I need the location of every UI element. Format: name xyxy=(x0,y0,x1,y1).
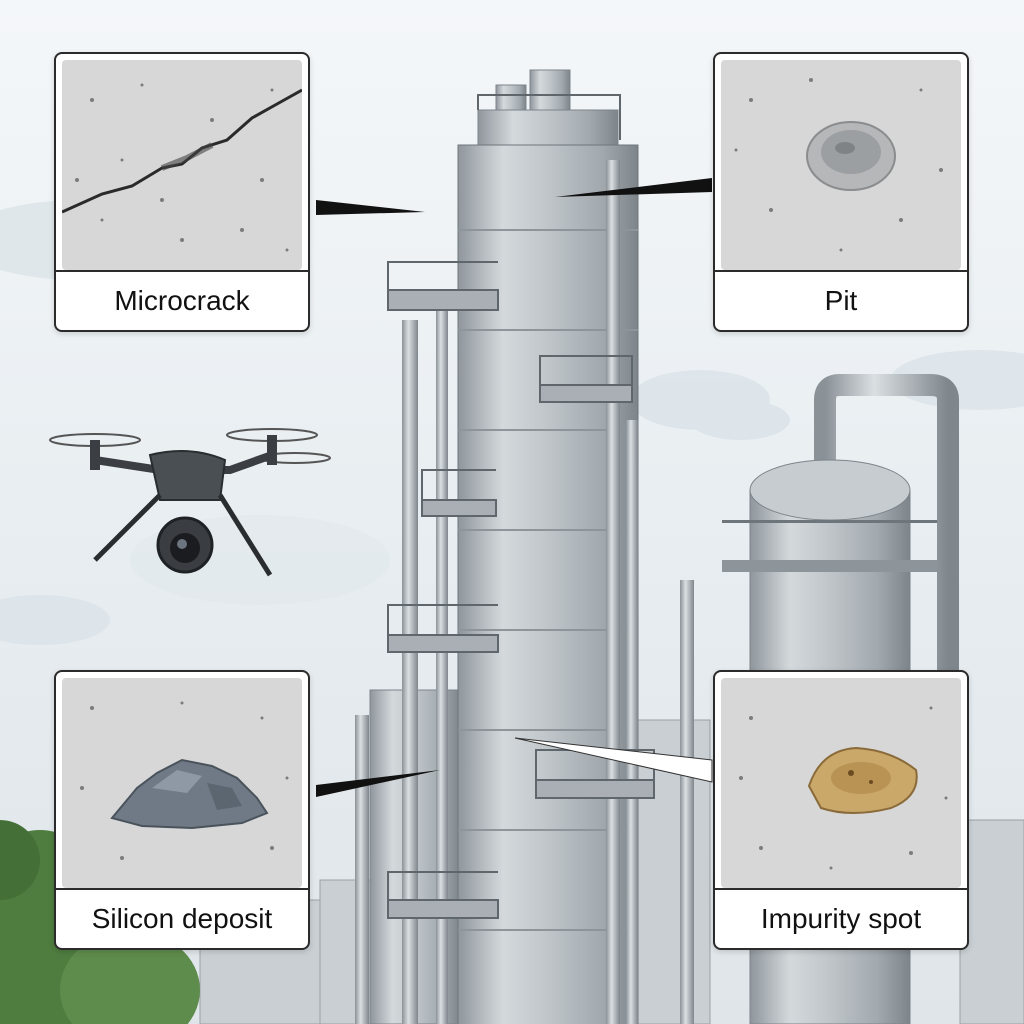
pit-closeup xyxy=(721,60,961,270)
silicon-deposit-closeup xyxy=(62,678,302,888)
distillation-column xyxy=(387,69,655,1024)
callout-silicon-deposit: Silicon deposit xyxy=(54,670,310,950)
inspection-drone xyxy=(49,428,331,577)
callout-microcrack: Microcrack xyxy=(54,52,310,332)
callout-pointers xyxy=(316,178,713,797)
callout-label: Microcrack xyxy=(56,270,308,330)
callout-impurity-spot: Impurity spot xyxy=(713,670,969,950)
microcrack-closeup xyxy=(62,60,302,270)
callout-label: Impurity spot xyxy=(715,888,967,948)
callout-label: Silicon deposit xyxy=(56,888,308,948)
callout-pit: Pit xyxy=(713,52,969,332)
callout-label: Pit xyxy=(715,270,967,330)
impurity-spot-closeup xyxy=(721,678,961,888)
